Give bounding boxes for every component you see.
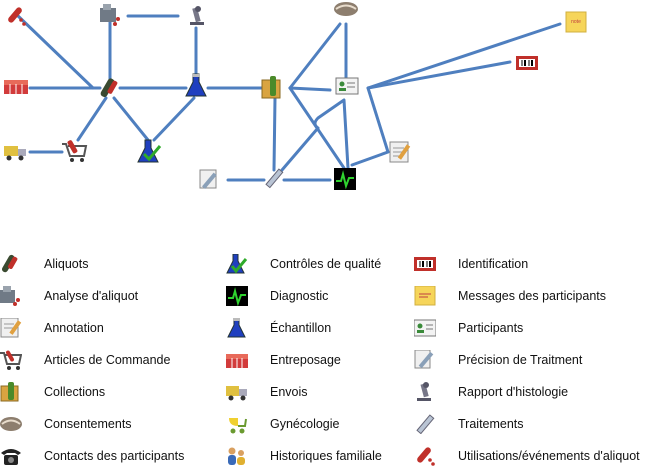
entreposage-icon	[226, 354, 248, 368]
data-model-diagram: note	[4, 2, 587, 190]
legend-item-traitements: Traitements	[414, 412, 652, 436]
utilisations-icon	[417, 447, 435, 466]
legend-item-consentements: Consentements	[0, 412, 210, 436]
syringe-icon	[416, 414, 435, 434]
identification-node[interactable]	[516, 56, 538, 70]
legend-item-utilisations: Utilisations/événements d'aliquot	[414, 444, 652, 468]
legend: Aliquots Analyse d'aliquot Annotation Ar…	[0, 248, 653, 466]
legend-label-annotation: Annotation	[44, 321, 104, 335]
legend-item-gynecologie: Gynécologie	[226, 412, 406, 436]
legend-label-rapport-histologie: Rapport d'histologie	[458, 385, 569, 399]
diagnostic-node[interactable]	[334, 168, 356, 190]
legend-label-consentements: Consentements	[44, 417, 132, 431]
aliquots-node[interactable]	[100, 77, 119, 98]
legend-item-envois: Envois	[226, 380, 406, 404]
consentements-node[interactable]	[334, 2, 358, 16]
controles-qualite-icon	[226, 254, 248, 274]
legend-label-diagnostic: Diagnostic	[270, 289, 329, 303]
legend-label-participants: Participants	[458, 321, 524, 335]
rapport-histologie-node[interactable]	[190, 6, 204, 25]
legend-item-controles-qualite: Contrôles de qualité	[226, 252, 406, 276]
legend-label-historiques: Historiques familiale	[270, 449, 382, 463]
legend-item-collections: Collections	[0, 380, 210, 404]
legend-item-entreposage: Entreposage	[226, 348, 406, 372]
traitements-node[interactable]	[265, 168, 284, 189]
legend-label-aliquots: Aliquots	[44, 257, 89, 271]
microscope-icon	[417, 382, 431, 401]
legend-item-annotation: Annotation	[0, 316, 210, 340]
articles-commande-node[interactable]	[62, 139, 88, 162]
envois-node[interactable]	[4, 146, 26, 161]
legend-item-historiques: Historiques familiale	[226, 444, 406, 468]
legend-label-echantillon: Échantillon	[270, 321, 332, 335]
barcode-icon	[414, 257, 436, 271]
utilisations-node[interactable]	[7, 6, 26, 26]
precision-traitement-node[interactable]	[199, 169, 217, 189]
sticky-note-icon	[414, 286, 436, 306]
truck-icon	[226, 386, 247, 401]
legend-item-messages: Messages des participants	[414, 284, 652, 308]
svg-text:note: note	[571, 19, 581, 25]
legend-item-rapport-histologie: Rapport d'histologie	[414, 380, 652, 404]
annotation-icon	[0, 318, 22, 338]
legend-item-participants: Participants	[414, 316, 652, 340]
legend-label-controles-qualite: Contrôles de qualité	[270, 257, 382, 271]
id-card-icon	[414, 319, 436, 337]
controles-qualite-node[interactable]	[137, 139, 162, 163]
handshake-icon	[0, 417, 22, 431]
legend-item-echantillon: Échantillon	[226, 316, 406, 340]
legend-item-analyse-aliquot: Analyse d'aliquot	[0, 284, 210, 308]
legend-label-traitements: Traitements	[458, 417, 524, 431]
legend-item-precision-traitement: Précision de Traitment	[414, 348, 652, 372]
legend-label-identification: Identification	[458, 257, 529, 271]
messages-node[interactable]: note	[565, 11, 587, 33]
telephone-icon	[1, 449, 21, 465]
legend-item-aliquots: Aliquots	[0, 252, 210, 276]
legend-label-contacts: Contacts des participants	[44, 449, 185, 463]
diagnostic-icon	[226, 286, 248, 306]
shopping-cart-icon	[0, 350, 22, 370]
legend-label-analyse-aliquot: Analyse d'aliquot	[44, 289, 139, 303]
analyse-aliquot-icon	[0, 286, 20, 306]
family-icon	[228, 447, 245, 465]
stroller-icon	[229, 418, 247, 434]
legend-item-contacts: Contacts des participants	[0, 444, 210, 468]
collections-node[interactable]	[261, 76, 281, 99]
echantillon-node[interactable]	[185, 73, 207, 97]
aliquots-icon	[2, 254, 18, 273]
legend-item-diagnostic: Diagnostic	[226, 284, 406, 308]
legend-label-entreposage: Entreposage	[270, 353, 341, 367]
precision-traitement-icon	[414, 350, 434, 369]
legend-item-articles-commande: Articles de Commande	[0, 348, 210, 372]
legend-label-articles-commande: Articles de Commande	[44, 353, 171, 367]
legend-label-gynecologie: Gynécologie	[270, 417, 340, 431]
legend-label-envois: Envois	[270, 385, 308, 399]
entreposage-node[interactable]	[4, 80, 28, 94]
legend-item-identification: Identification	[414, 252, 652, 276]
collections-icon	[0, 382, 19, 402]
flask-icon	[227, 318, 246, 338]
analyse-aliquot-node[interactable]	[100, 4, 120, 26]
participants-node[interactable]	[335, 77, 359, 95]
legend-label-precision-traitement: Précision de Traitment	[458, 353, 583, 367]
legend-label-utilisations: Utilisations/événements d'aliquot	[458, 449, 640, 463]
legend-label-collections: Collections	[44, 385, 106, 399]
legend-label-messages: Messages des participants	[458, 289, 606, 303]
annotation-node[interactable]	[389, 141, 411, 163]
connector-lines	[14, 12, 562, 182]
